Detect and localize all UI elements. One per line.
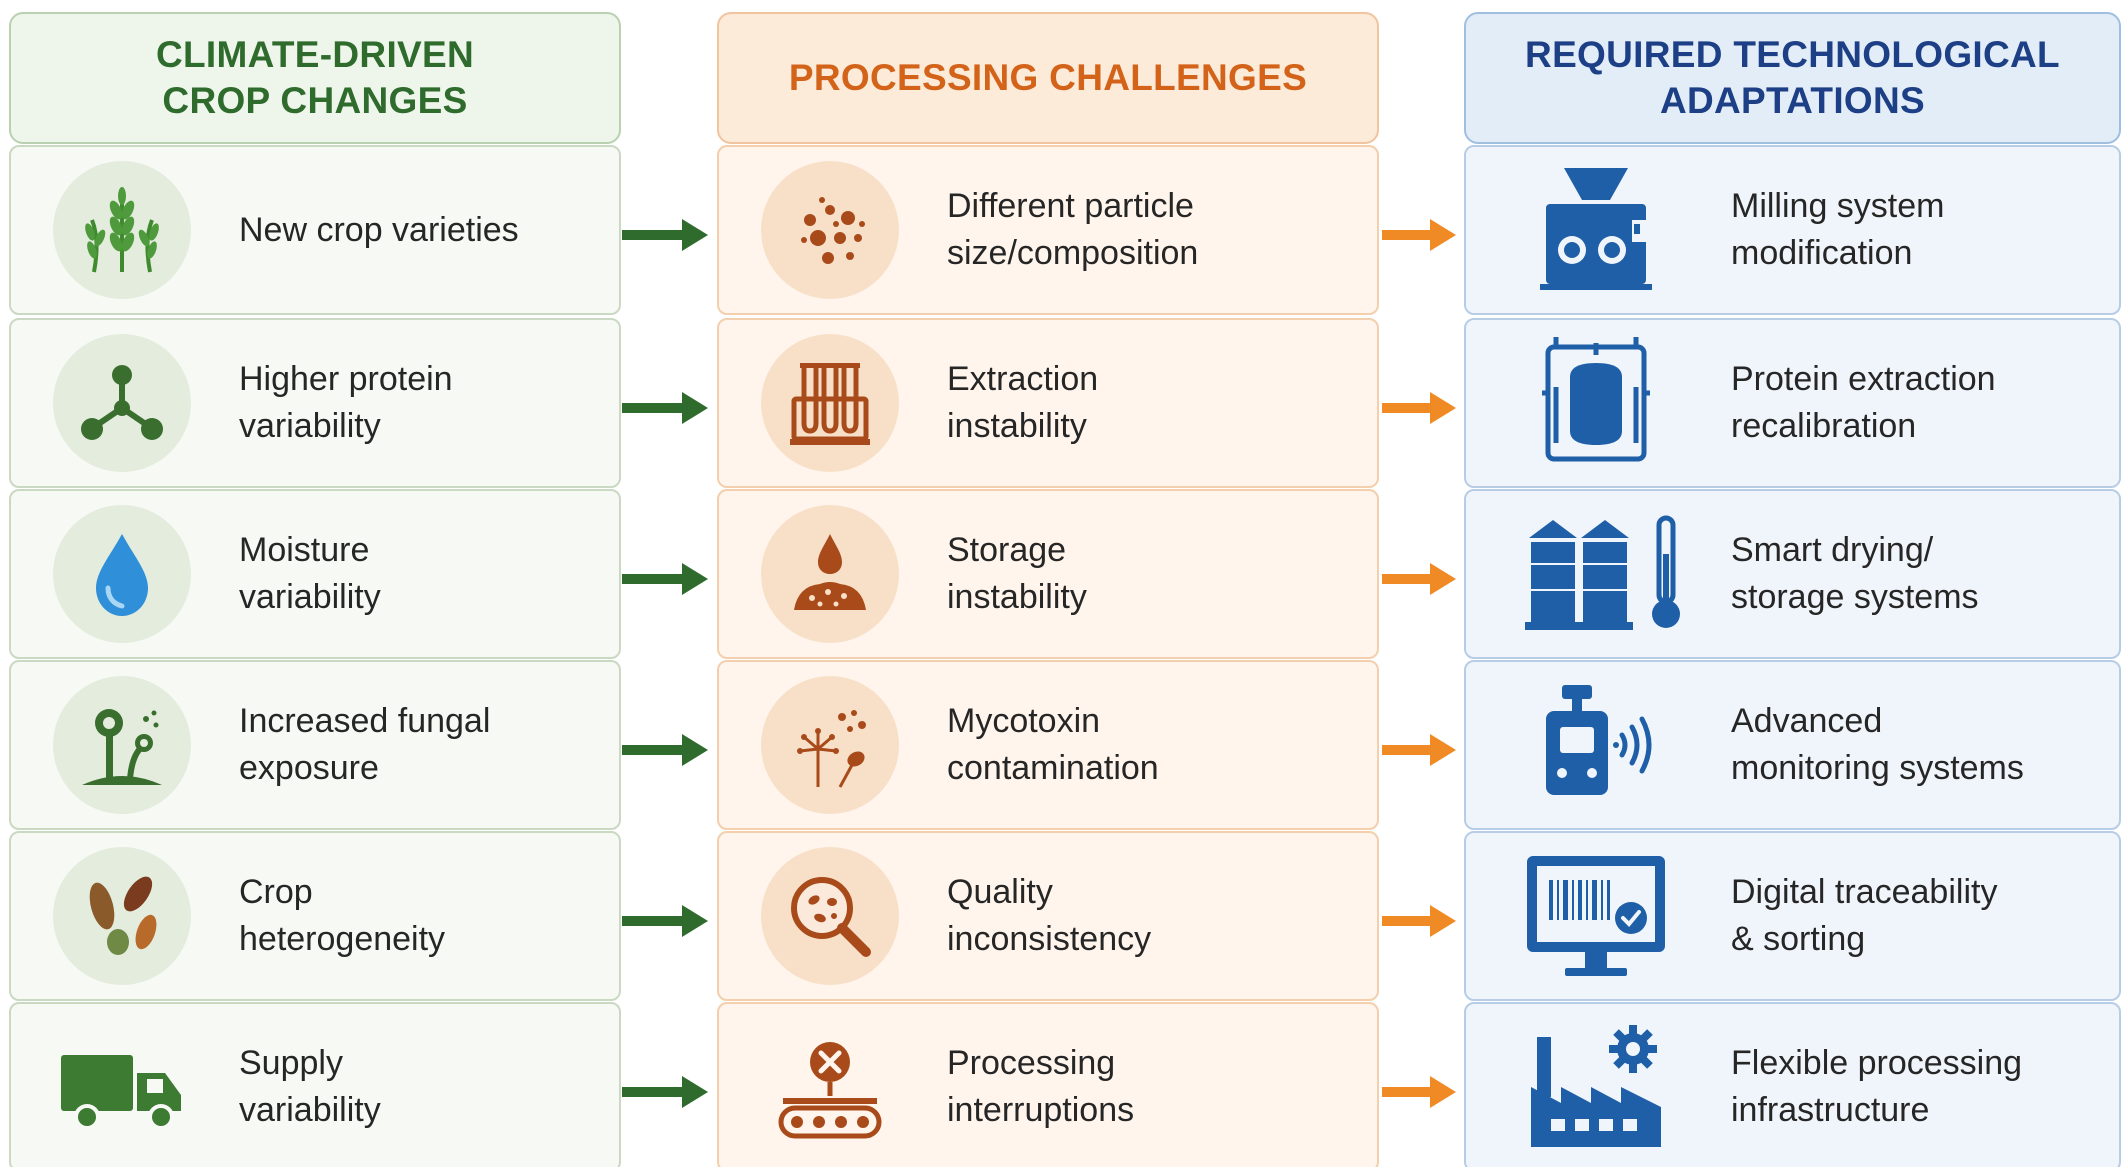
particles-icon	[761, 161, 899, 299]
row-label: Processing interruptions	[947, 1044, 1135, 1129]
orange-flow-arrow	[1382, 561, 1456, 595]
row-label: Supply variability	[239, 1044, 381, 1129]
crop-change-row: Increased fungal exposure	[9, 660, 621, 830]
magnifier-icon	[761, 847, 899, 985]
seeds-icon	[53, 847, 191, 985]
challenge-row: Different particle size/composition	[717, 145, 1379, 315]
green-flow-arrow	[622, 1074, 708, 1108]
column-required-technological-adaptations: REQUIRED TECHNOLOGICAL ADAPTATIONS Milli…	[1464, 12, 2121, 1167]
crop-change-row: Moisture variability	[9, 489, 621, 659]
truck-icon	[53, 1018, 191, 1156]
adaptation-row: Digital traceability & sorting	[1464, 831, 2121, 1001]
green-flow-arrow	[622, 390, 708, 424]
challenge-row: Storage instability	[717, 489, 1379, 659]
column-header: PROCESSING CHALLENGES	[717, 12, 1379, 144]
adaptation-row: Flexible processing infrastructure	[1464, 1002, 2121, 1167]
row-label: Moisture variability	[239, 531, 381, 616]
crop-change-row: New crop varieties	[9, 145, 621, 315]
row-label: Mycotoxin contamination	[947, 702, 1159, 787]
row-label: Storage instability	[947, 531, 1087, 616]
green-flow-arrow	[622, 732, 708, 766]
orange-flow-arrow	[1382, 390, 1456, 424]
challenge-row: Extraction instability	[717, 318, 1379, 488]
fungus-icon	[53, 676, 191, 814]
crop-change-row: Higher protein variability	[9, 318, 621, 488]
row-label: Quality inconsistency	[947, 873, 1152, 958]
mill-machine-icon	[1521, 161, 1671, 299]
orange-flow-arrow	[1382, 732, 1456, 766]
row-label: New crop varieties	[239, 210, 519, 249]
barcode-monitor-icon	[1521, 847, 1671, 985]
orange-flow-arrow	[1382, 903, 1456, 937]
green-flow-arrow	[622, 217, 708, 251]
wheat-icon	[53, 161, 191, 299]
row-label: Crop heterogeneity	[239, 873, 446, 958]
adaptation-row: Protein extraction recalibration	[1464, 318, 2121, 488]
crop-change-row: Supply variability	[9, 1002, 621, 1167]
row-label: Protein extraction recalibration	[1731, 360, 1996, 445]
adaptation-row: Advanced monitoring systems	[1464, 660, 2121, 830]
green-flow-arrow	[622, 561, 708, 595]
orange-flow-arrow	[1382, 1074, 1456, 1108]
column-climate-driven-crop-changes: CLIMATE-DRIVEN CROP CHANGES	[9, 12, 621, 1167]
column-header: REQUIRED TECHNOLOGICAL ADAPTATIONS	[1464, 12, 2121, 144]
adaptation-row: Milling system modification	[1464, 145, 2121, 315]
green-flow-arrow	[622, 903, 708, 937]
adaptation-row: Smart drying/ storage systems	[1464, 489, 2121, 659]
column-header: CLIMATE-DRIVEN CROP CHANGES	[9, 12, 621, 144]
orange-flow-arrow	[1382, 217, 1456, 251]
row-label: Digital traceability & sorting	[1731, 873, 1998, 958]
row-label: Milling system modification	[1731, 187, 1945, 272]
challenge-row: Quality inconsistency	[717, 831, 1379, 1001]
spores-icon	[761, 676, 899, 814]
row-label: Extraction instability	[947, 360, 1099, 445]
factory-gear-icon	[1521, 1018, 1671, 1156]
challenge-row: Mycotoxin contamination	[717, 660, 1379, 830]
row-label: Different particle size/composition	[947, 187, 1199, 272]
sensor-signal-icon	[1521, 676, 1671, 814]
conveyor-stop-icon	[761, 1018, 899, 1156]
row-label: Higher protein variability	[239, 360, 453, 445]
test-tubes-icon	[761, 334, 899, 472]
reactor-icon	[1521, 334, 1671, 472]
water-drop-icon	[53, 505, 191, 643]
column-processing-challenges: PROCESSING CHALLENGES Different particle…	[717, 12, 1379, 1167]
crop-change-row: Crop heterogeneity	[9, 831, 621, 1001]
row-label: Flexible processing infrastructure	[1731, 1044, 2023, 1129]
row-label: Increased fungal exposure	[239, 702, 491, 787]
challenge-row: Processing interruptions	[717, 1002, 1379, 1167]
silo-thermometer-icon	[1521, 505, 1691, 643]
drip-pile-icon	[761, 505, 899, 643]
row-label: Advanced monitoring systems	[1731, 702, 2024, 787]
row-label: Smart drying/ storage systems	[1731, 531, 1979, 616]
molecule-icon	[53, 334, 191, 472]
